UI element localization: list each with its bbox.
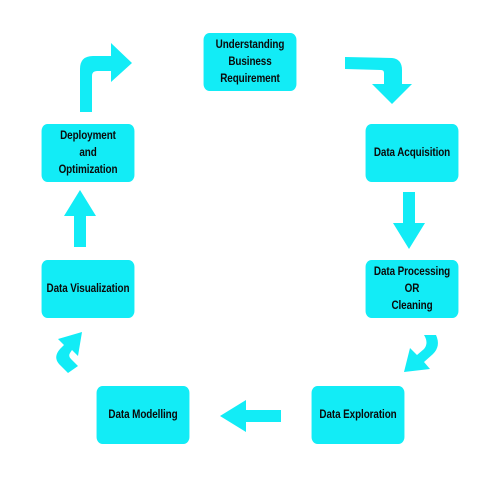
arrow-understanding-to-acquisition <box>345 57 412 104</box>
step-label: Data Modelling <box>108 408 178 421</box>
step-label: Data Visualization <box>46 282 130 295</box>
step-data-processing-or-cleaning: Data Processing OR Cleaning <box>365 260 459 318</box>
arrow-modelling-to-visualization <box>56 332 82 373</box>
arrow-acquisition-to-processing <box>393 192 425 249</box>
step-deployment-and-optimization: Deployment and Optimization <box>41 124 135 182</box>
step-label: Data Processing OR Cleaning <box>373 265 451 312</box>
step-label: Deployment and Optimization <box>58 129 118 176</box>
step-label: Data Acquisition <box>373 146 451 159</box>
step-label: Data Exploration <box>319 408 397 421</box>
step-data-visualization: Data Visualization <box>41 260 135 318</box>
arrow-exploration-to-modelling <box>220 400 281 432</box>
arrow-deployment-to-understanding <box>80 43 132 112</box>
step-data-modelling: Data Modelling <box>96 386 190 444</box>
step-label: Understanding Business Requirement <box>215 38 285 85</box>
step-data-exploration: Data Exploration <box>311 386 405 444</box>
arrow-processing-to-exploration <box>404 335 438 372</box>
step-data-acquisition: Data Acquisition <box>365 124 459 182</box>
arrow-visualization-to-deployment <box>64 190 96 247</box>
step-understanding-business-requirement: Understanding Business Requirement <box>203 33 297 91</box>
